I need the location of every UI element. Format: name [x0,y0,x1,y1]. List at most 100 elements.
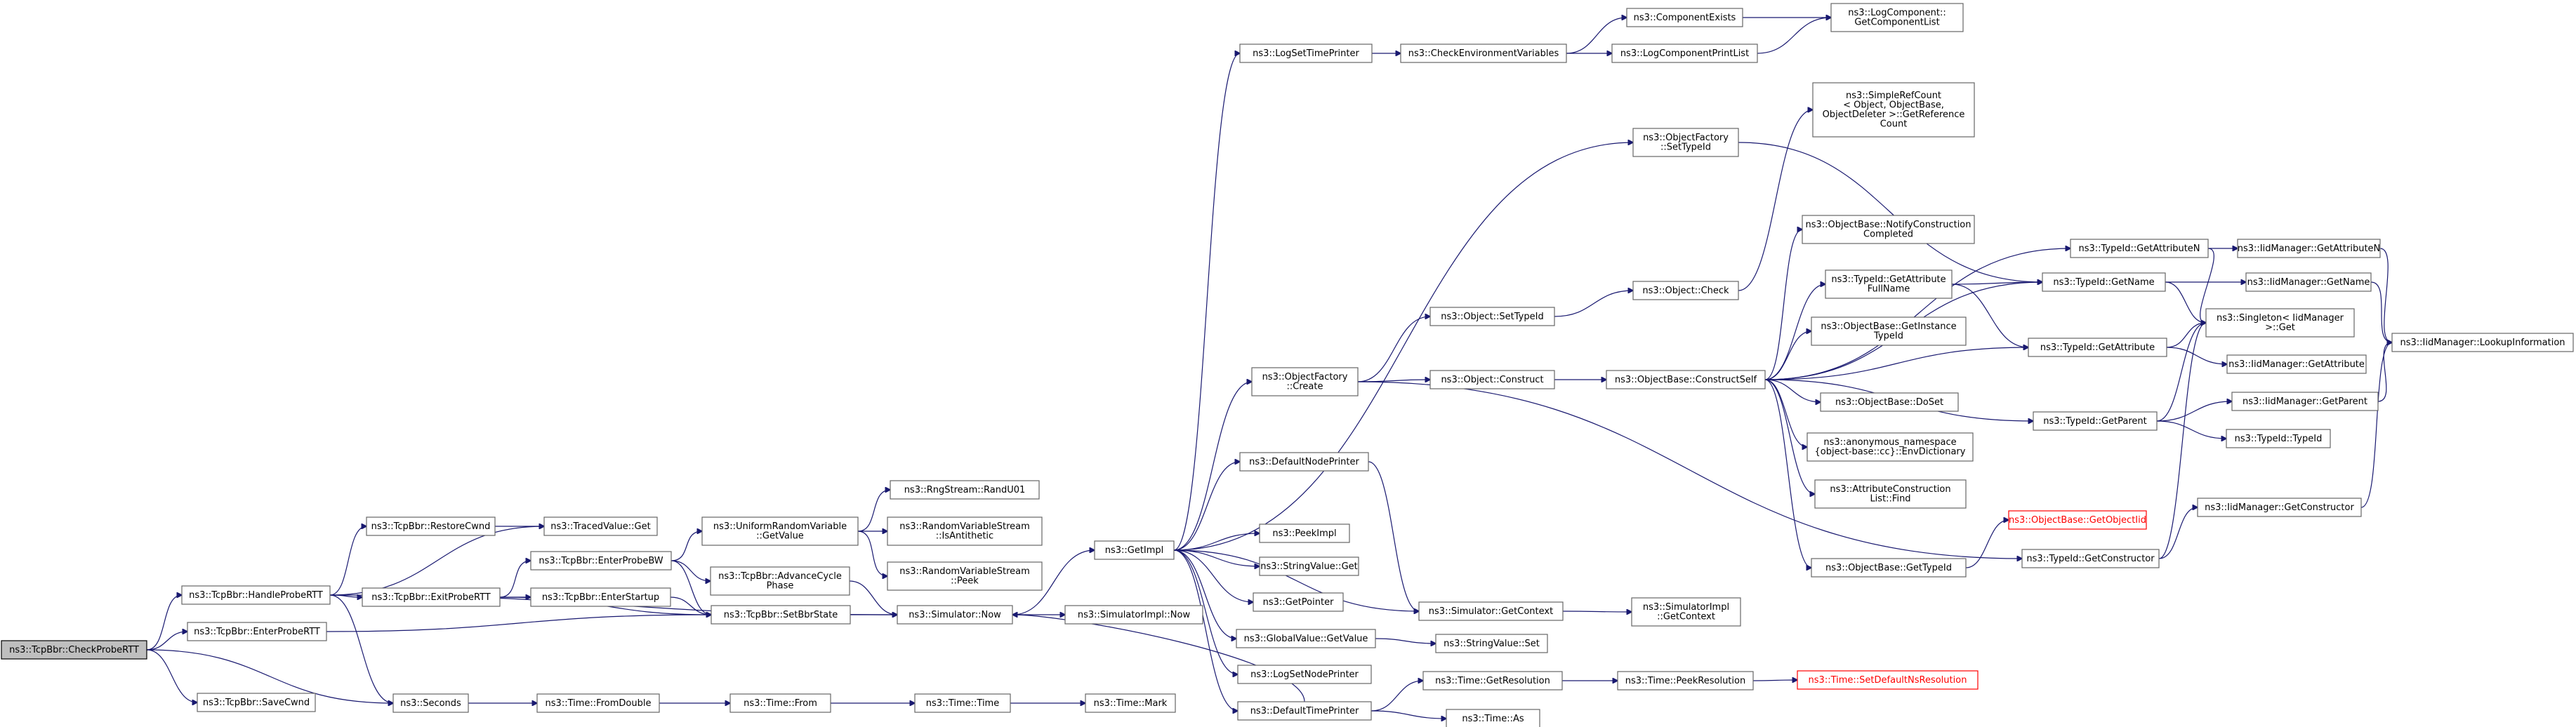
node-box [1435,634,1548,653]
node-timeas[interactable]: ns3::Time::As [1446,709,1540,727]
node-box [2237,239,2381,258]
node-box [392,693,469,713]
node-envdictionary[interactable]: ns3::anonymous_namespace{object-base::cc… [1806,432,1974,462]
node-simplerefcount[interactable]: ns3::SimpleRefCount< Object, ObjectBase,… [1812,82,1975,138]
node-setbbrstate[interactable]: ns3::TcpBbr::SetBbrState [711,605,851,625]
node-box [1812,82,1975,138]
node-enterprobertt[interactable]: ns3::TcpBbr::EnterProbeRTT [187,622,327,641]
node-timemark[interactable]: ns3::Time::Mark [1085,693,1176,713]
node-getobjectiid[interactable]: ns3::ObjectBase::GetObjectIid [2008,510,2147,530]
edge-gettypeidgetattributen-to-singletonget [2200,248,2214,323]
node-box [1606,370,1766,389]
node-stringvalueget[interactable]: ns3::StringValue::Get [1259,556,1359,576]
node-logsetnodeprinter[interactable]: ns3::LogSetNodePrinter [1237,665,1372,684]
node-objfactorysettypeid[interactable]: ns3::ObjectFactory::SetTypeId [1632,128,1739,157]
node-notifyconstruction[interactable]: ns3::ObjectBase::NotifyConstructionCompl… [1802,215,1975,244]
node-peekimpl[interactable]: ns3::PeekImpl [1259,523,1350,543]
node-label: ns3::IidManager::GetConstructor [2205,502,2354,513]
node-iidmgrgetparent[interactable]: ns3::IidManager::GetParent [2231,392,2379,411]
node-label: ns3::UniformRandomVariable [713,521,847,532]
edge-getimpl-to-globalvalueget [1173,549,1236,639]
node-tracedvalue[interactable]: ns3::TracedValue::Get [543,516,658,536]
node-box [1418,601,1564,621]
node-enterprobebw[interactable]: ns3::TcpBbr::EnterProbeBW [530,551,672,571]
node-isantithetic[interactable]: ns3::RandomVariableStream::IsAntithetic [887,516,1043,546]
node-simimplnow[interactable]: ns3::SimulatorImpl::Now [1064,605,1203,625]
node-checkenv[interactable]: ns3::CheckEnvironmentVariables [1400,44,1567,63]
node-objectsettypeid[interactable]: ns3::Object::SetTypeId [1429,307,1555,326]
node-gettypeidgetattributen[interactable]: ns3::TypeId::GetAttributeN [2070,239,2209,258]
node-label: ns3::Time::Time [926,698,999,709]
node-constructself[interactable]: ns3::ObjectBase::ConstructSelf [1606,370,1766,389]
node-objbasegettypeid[interactable]: ns3::ObjectBase::GetTypeId [1811,558,1967,578]
node-box [1085,693,1176,713]
node-label: ::Peek [951,576,979,587]
node-getpointer[interactable]: ns3::GetPointer [1253,592,1344,612]
node-box [1802,215,1975,244]
node-getresolution[interactable]: ns3::Time::GetResolution [1422,671,1563,691]
node-globalvalueget[interactable]: ns3::GlobalValue::GetValue [1236,629,1376,648]
node-stringvalueset[interactable]: ns3::StringValue::Set [1435,634,1548,653]
node-logsettimeprinter[interactable]: ns3::LogSetTimePrinter [1239,44,1373,63]
node-label: ns3::ObjectBase::ConstructSelf [1615,375,1757,385]
node-iidmgrgetattributen[interactable]: ns3::IidManager::GetAttributeN [2237,239,2381,258]
node-logcompprintlist[interactable]: ns3::LogComponentPrintList [1611,44,1758,63]
node-componentexists[interactable]: ns3::ComponentExists [1626,8,1743,27]
node-timefrom[interactable]: ns3::Time::From [729,693,831,713]
node-objfactorycreate[interactable]: ns3::ObjectFactory::Create [1251,367,1359,396]
node-peek[interactable]: ns3::RandomVariableStream::Peek [887,561,1043,591]
node-randu01[interactable]: ns3::RngStream::RandU01 [890,480,1040,500]
node-seconds[interactable]: ns3::Seconds [392,693,469,713]
node-fromdouble[interactable]: ns3::Time::FromDouble [536,693,660,713]
node-doset[interactable]: ns3::ObjectBase::DoSet [1820,392,1959,412]
node-timetime[interactable]: ns3::Time::Time [914,693,1011,713]
node-box [1236,629,1376,648]
node-urvgetvalue[interactable]: ns3::UniformRandomVariable::GetValue [701,516,859,546]
node-savecwnd[interactable]: ns3::TcpBbr::SaveCwnd [197,693,316,712]
node-objectconstruct[interactable]: ns3::Object::Construct [1429,370,1555,389]
edge-root-to-enterprobertt [146,632,187,651]
node-root[interactable]: ns3::TcpBbr::CheckProbeRTT [1,640,147,660]
node-box [543,516,658,536]
node-box [2226,429,2331,448]
node-getimpl[interactable]: ns3::GetImpl [1094,540,1175,560]
node-handleprobertt[interactable]: ns3::TcpBbr::HandleProbeRTT [181,585,331,605]
node-iidmgrgetname[interactable]: ns3::IidManager::GetName [2245,272,2372,292]
node-restorecwnd[interactable]: ns3::TcpBbr::RestoreCwnd [366,516,496,536]
node-setdefaultnsres[interactable]: ns3::Time::SetDefaultNsResolution [1797,670,1979,690]
node-simgetcontext[interactable]: ns3::Simulator::GetContext [1418,601,1564,621]
node-typeidtypeid[interactable]: ns3::TypeId::TypeId [2226,429,2331,448]
node-label: ns3::ObjectBase::GetObjectIid [2009,515,2146,526]
node-label: ns3::TcpBbr::EnterStartup [542,592,659,603]
node-typeidgetconstructor[interactable]: ns3::TypeId::GetConstructor [2021,549,2160,568]
node-singletonget[interactable]: ns3::Singleton< IidManager>::Get [2205,308,2355,338]
edge-enterprobebw-to-setbbrstate [671,560,711,615]
node-label: ns3::Time::PeekResolution [1625,676,1745,686]
node-objectcheck[interactable]: ns3::Object::Check [1632,281,1739,300]
node-label: ns3::ComponentExists [1634,13,1736,23]
node-enterstartup[interactable]: ns3::TcpBbr::EnterStartup [530,587,671,607]
node-label: ns3::Time::As [1462,714,1524,724]
node-label: >::Get [2265,323,2295,333]
node-lookupinformation[interactable]: ns3::IidManager::LookupInformation [2391,333,2574,352]
node-getcomplist[interactable]: ns3::LogComponent::GetComponentList [1830,3,1964,32]
node-box [1814,479,1967,509]
node-iidmgrgetattribute[interactable]: ns3::IidManager::GetAttribute [2226,354,2367,374]
edge-getimpl-to-defaulttimeprinter [1173,549,1238,711]
node-iidmgrgetconstructor[interactable]: ns3::IidManager::GetConstructor [2197,498,2362,517]
node-simnow[interactable]: ns3::Simulator::Now [897,605,1013,625]
node-defaulttimeprinter[interactable]: ns3::DefaultTimePrinter [1237,701,1372,721]
node-simimplgetcontext[interactable]: ns3::SimulatorImpl::GetContext [1631,597,1741,627]
node-label: ns3::IidManager::LookupInformation [2400,338,2565,348]
node-label: ns3::SimulatorImpl::Now [1078,610,1191,620]
node-typeidgetattribute[interactable]: ns3::TypeId::GetAttribute [2028,338,2167,357]
node-exitprobertt[interactable]: ns3::TcpBbr::ExitProbeRTT [362,587,501,607]
node-peekresolution[interactable]: ns3::Time::PeekResolution [1617,671,1754,691]
node-defaultnodeprinter[interactable]: ns3::DefaultNodePrinter [1239,452,1369,472]
node-typeidgetname[interactable]: ns3::TypeId::GetName [2042,272,2166,292]
node-typeidgetparent[interactable]: ns3::TypeId::GetParent [2033,411,2158,431]
